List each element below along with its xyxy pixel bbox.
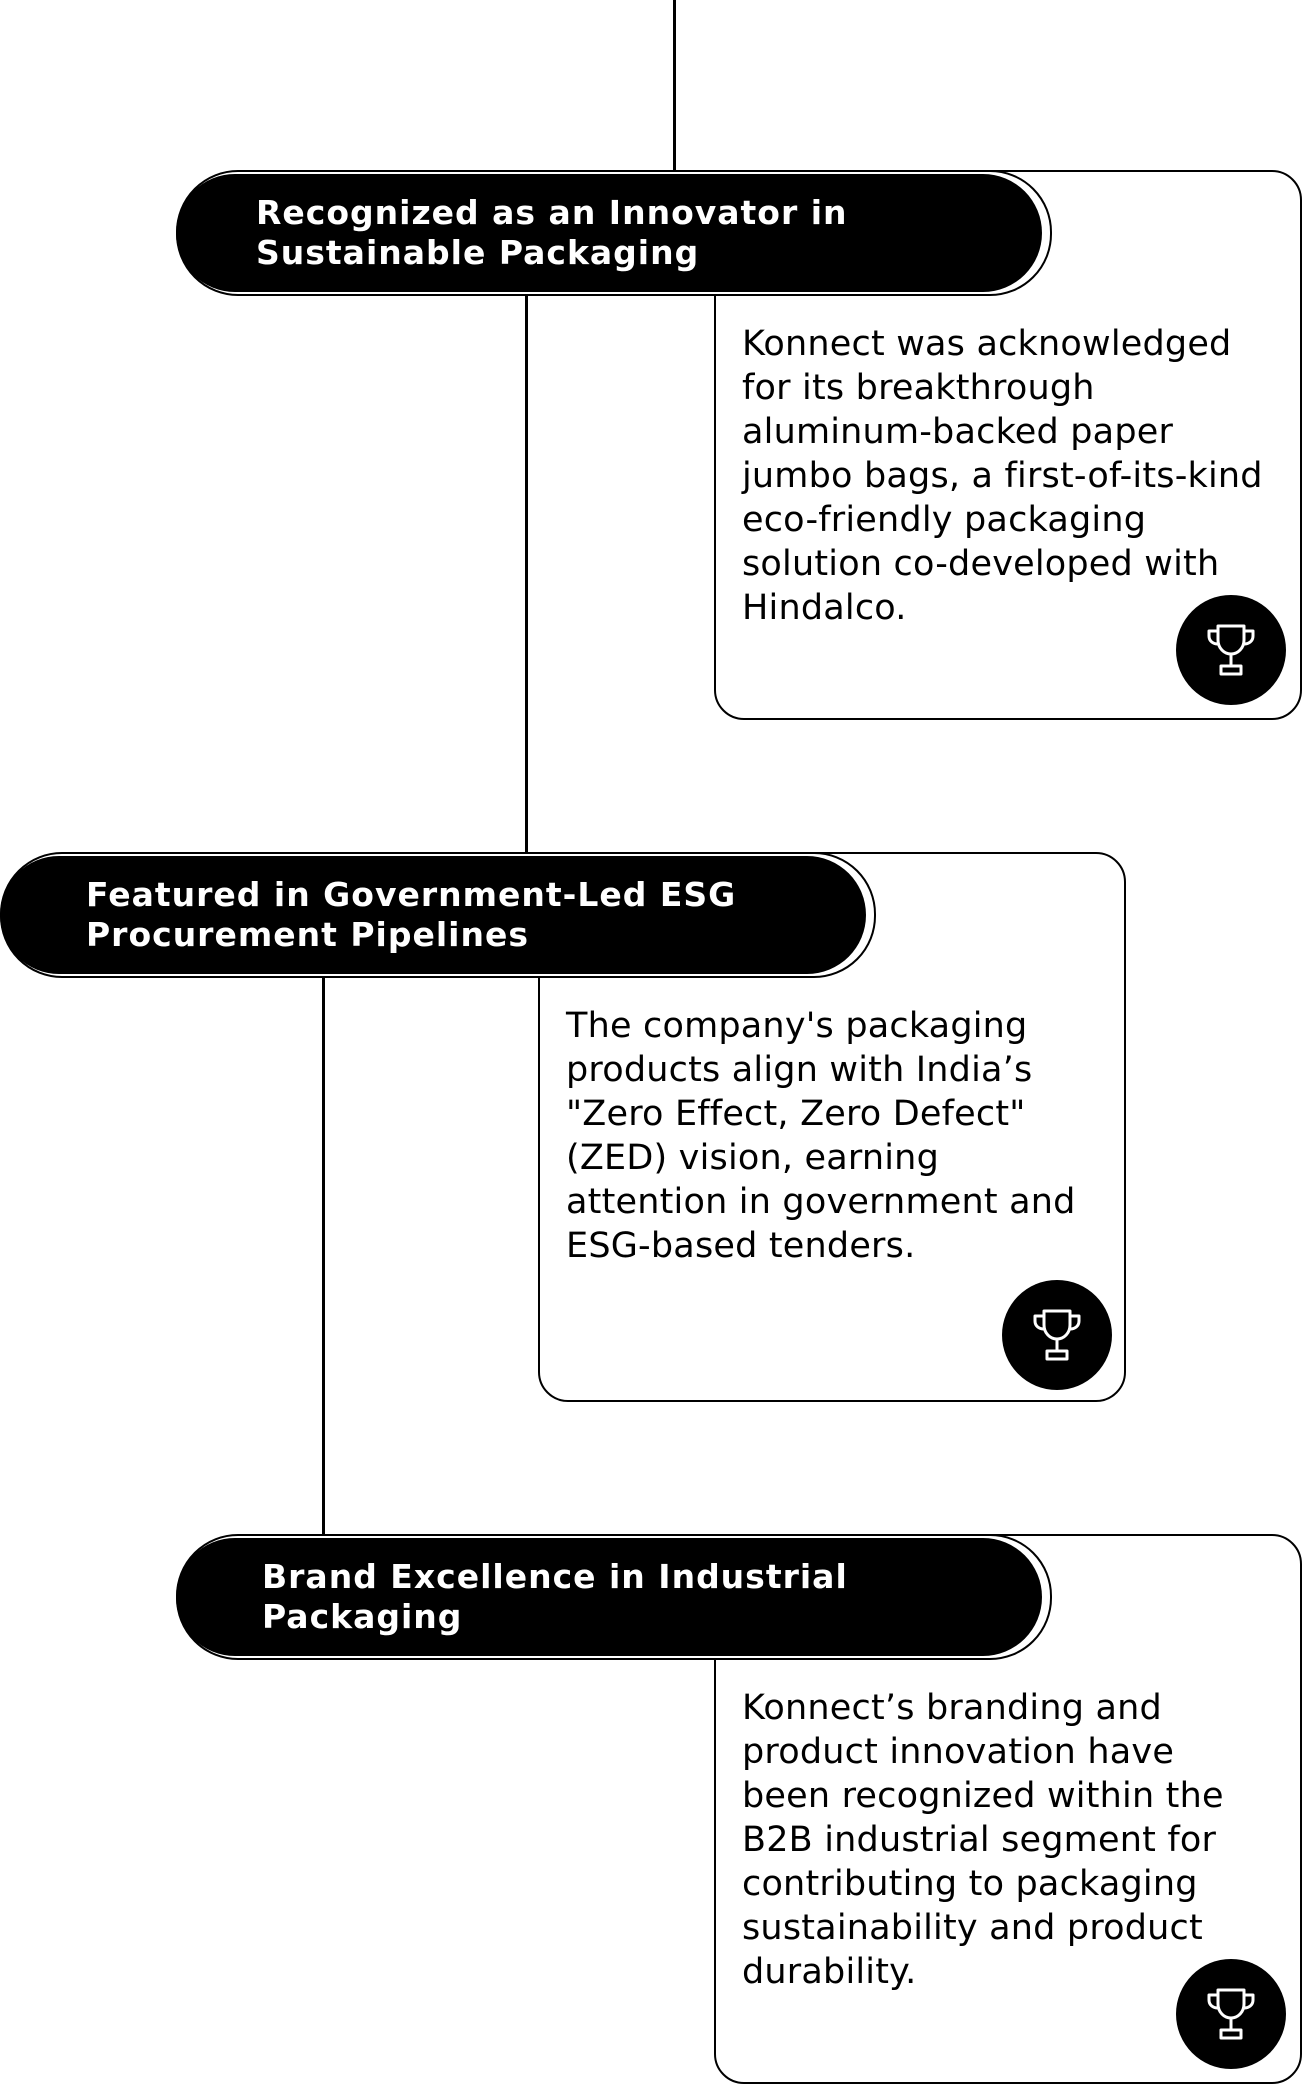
milestone-title-line2: Sustainable Packaging xyxy=(256,233,700,272)
milestone-title: Featured in Government-Led ESG Procureme… xyxy=(86,875,736,955)
timeline-connector-2-3 xyxy=(322,970,325,1540)
milestone-title-pill: Recognized as an Innovator in Sustainabl… xyxy=(176,174,1042,292)
milestone-title: Brand Excellence in Industrial Packaging xyxy=(262,1557,848,1637)
award-badge xyxy=(1002,1280,1112,1390)
milestone-title-line2: Packaging xyxy=(262,1597,463,1636)
timeline-connector-top xyxy=(673,0,676,175)
milestone-title-line2: Procurement Pipelines xyxy=(86,915,530,954)
milestone-title-pill: Brand Excellence in Industrial Packaging xyxy=(176,1538,1042,1656)
milestone-title-line1: Brand Excellence in Industrial xyxy=(262,1557,848,1596)
milestone-description: Konnect was acknowledged for its breakth… xyxy=(742,324,1263,628)
milestone-title-line1: Featured in Government-Led ESG xyxy=(86,875,737,914)
trophy-icon xyxy=(1207,624,1255,676)
trophy-icon xyxy=(1207,1988,1255,2040)
award-badge xyxy=(1176,1959,1286,2069)
milestone-title-line1: Recognized as an Innovator in xyxy=(256,193,848,232)
milestone-title-pill: Featured in Government-Led ESG Procureme… xyxy=(0,856,866,974)
trophy-icon xyxy=(1033,1309,1081,1361)
milestone-description: Konnect’s branding and product innovatio… xyxy=(742,1688,1224,1992)
milestone-title: Recognized as an Innovator in Sustainabl… xyxy=(256,193,848,273)
timeline-connector-1-2 xyxy=(525,290,528,860)
milestone-description: The company's packaging products align w… xyxy=(566,1006,1076,1266)
award-badge xyxy=(1176,595,1286,705)
